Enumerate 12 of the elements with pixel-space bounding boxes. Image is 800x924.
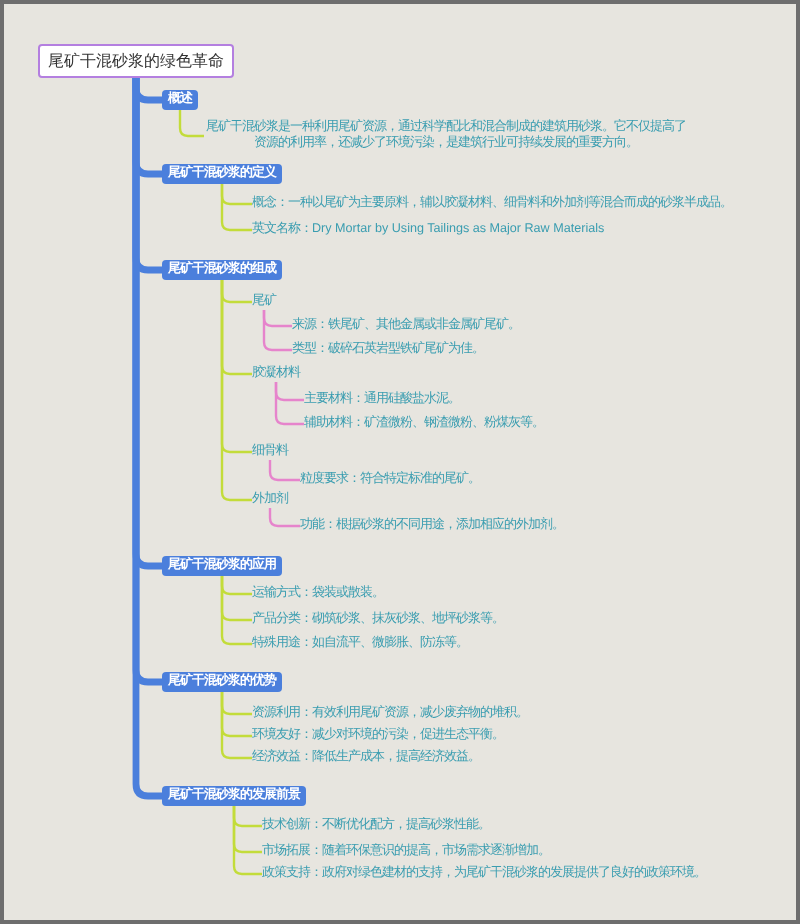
branch-line	[220, 576, 252, 646]
branch-line	[132, 78, 162, 800]
branch-line	[262, 310, 292, 352]
branch-line	[220, 184, 252, 232]
branch-line	[220, 692, 252, 760]
branch-line	[268, 508, 300, 528]
branch-line	[274, 382, 304, 426]
branch-line	[232, 806, 262, 876]
branch-line	[178, 110, 204, 138]
root-topic-box: 尾矿干混砂浆的绿色革命	[38, 44, 234, 78]
branch-line	[220, 280, 252, 502]
branch-line	[268, 460, 300, 482]
